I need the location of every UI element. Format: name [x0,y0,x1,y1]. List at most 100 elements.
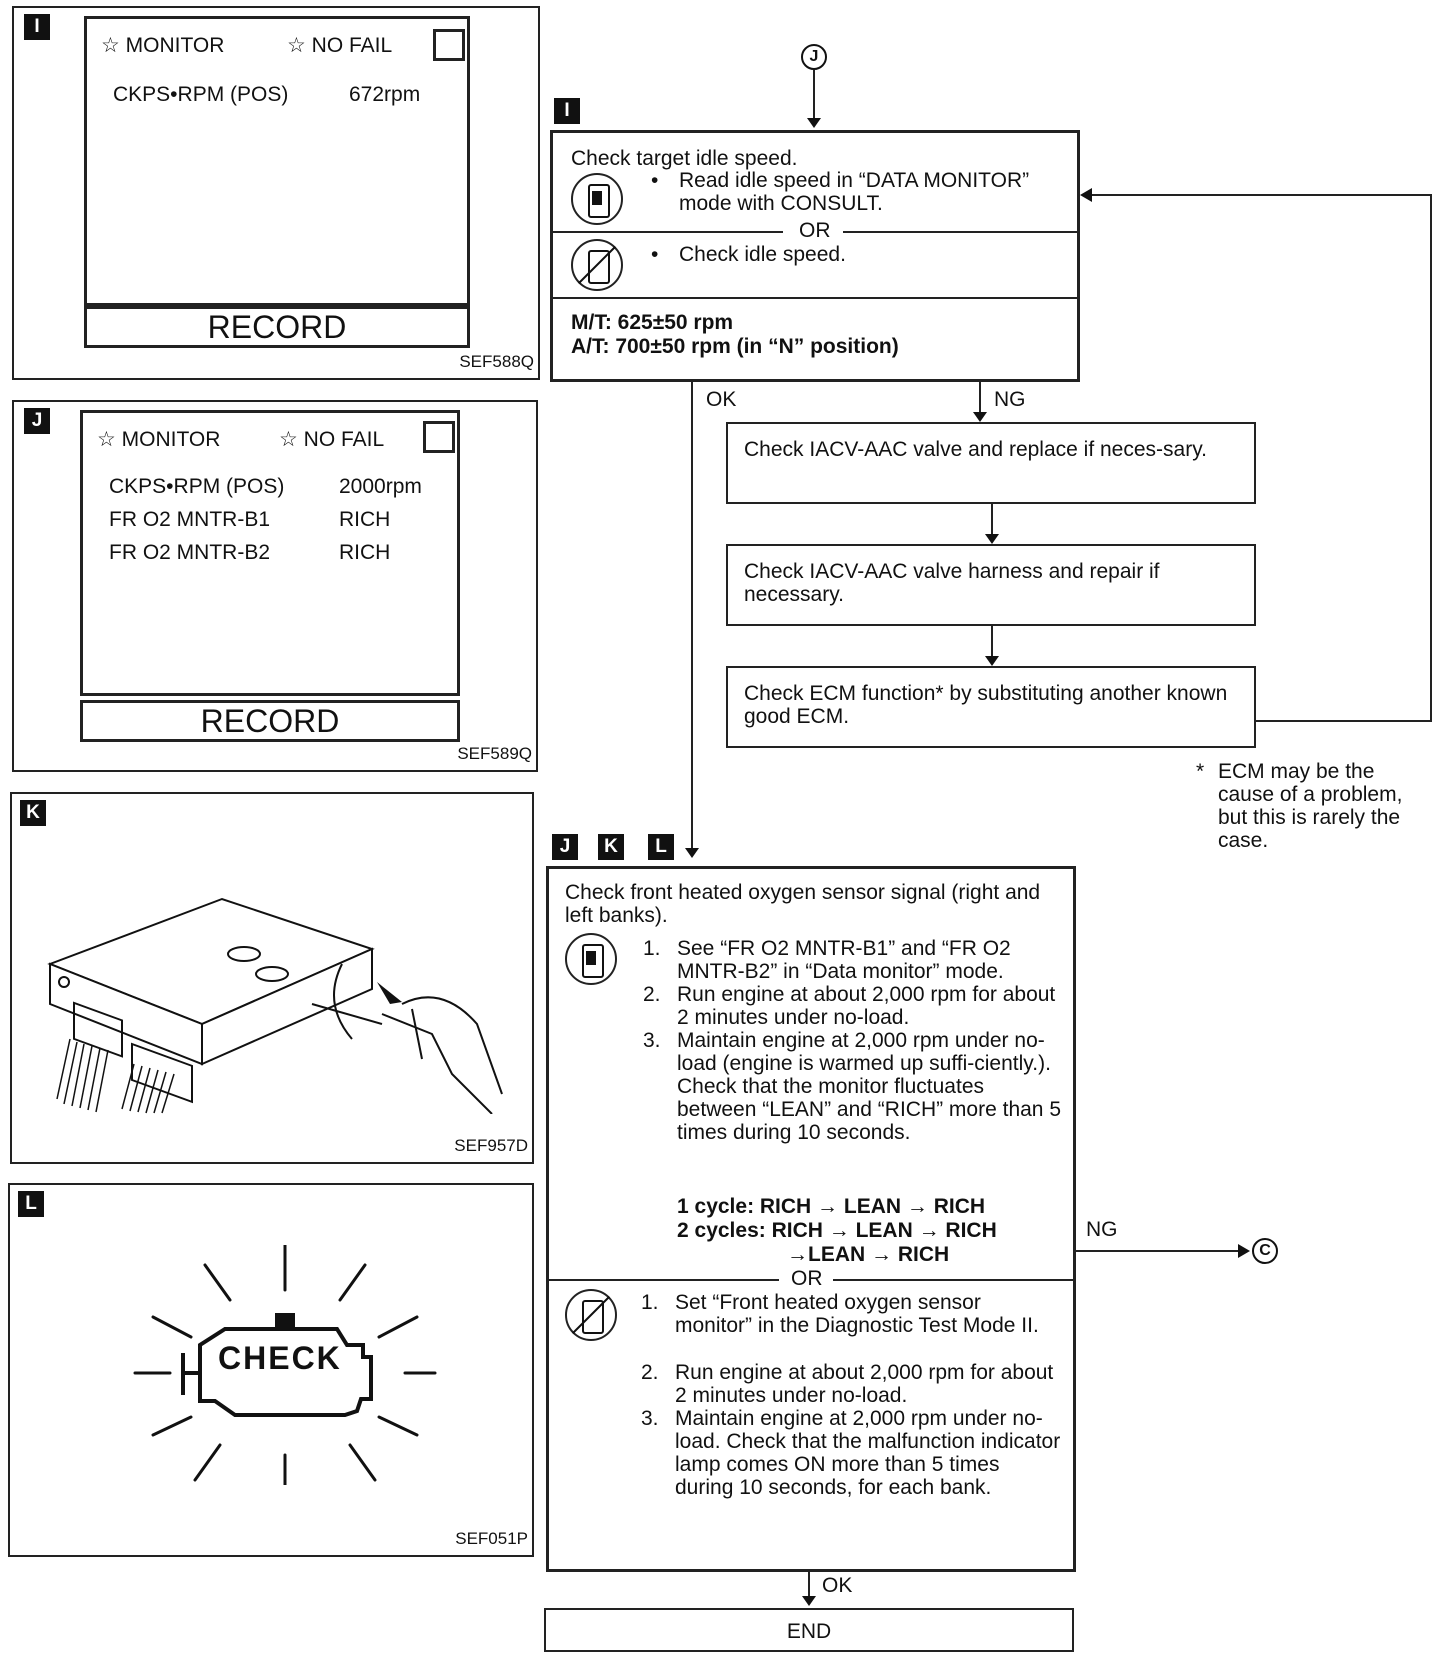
cycle-2b: →LEAN → RICH [787,1243,950,1266]
ok-line [691,382,693,848]
connector-c-icon: C [1252,1238,1278,1264]
loop-line [1256,720,1432,722]
record-button[interactable]: RECORD [84,306,470,348]
panel-j-tag: J [24,408,50,434]
arrow-down-icon [807,118,821,128]
monitor-row-value: 2000rpm [339,475,422,498]
panel-i: I ☆ MONITOR ☆ NO FAIL CKPS•RPM (POS) 672… [12,6,540,380]
step-number: 2. [643,983,661,1006]
step-number: 1. [641,1291,659,1314]
flow-line [991,504,993,534]
step-text: Maintain engine at 2,000 rpm under no-lo… [675,1407,1061,1499]
or-divider [553,231,783,233]
connector-c-label: C [1259,1242,1271,1259]
panel-j: J ☆ MONITOR ☆ NO FAIL CKPS•RPM (POS) 200… [12,400,538,772]
monitor-row-name: FR O2 MNTR-B1 [109,508,271,531]
ecm-note-star: * [1196,760,1205,783]
no-consult-icon [565,1289,617,1341]
check-engine-icon [133,1245,437,1485]
arrow-left-icon [1080,188,1092,202]
step-number: 3. [641,1407,659,1430]
monitor-row-name: CKPS•RPM (POS) [109,475,285,498]
ng-label: NG [994,388,1026,411]
ng-line [979,382,981,412]
or-label: OR [791,1267,823,1290]
loop-line [1430,194,1432,722]
ecm-box: Check ECM function* by substituting anot… [726,666,1256,748]
step-jkl-title: Check front heated oxygen sensor signal … [565,881,1041,927]
panel-l: L CHECK SEF051P [8,1183,534,1557]
step-text: Run engine at about 2,000 rpm for about … [675,1361,1054,1407]
iacv-harness-box: Check IACV-AAC valve harness and repair … [726,544,1256,626]
nofail-checkbox[interactable] [423,421,455,453]
step-i-title: Check target idle speed. [571,147,798,170]
cycle-2a: 2 cycles: RICH → LEAN → RICH [677,1219,997,1242]
step-jkl-tag: K [598,834,624,860]
consult-tester-icon [571,173,623,225]
ecm-text: Check ECM function* by substituting anot… [744,682,1228,728]
arrow-right-icon [1238,1244,1250,1258]
nofail-label: ☆ NO FAIL [287,34,393,57]
arrow-down-icon [802,1596,816,1606]
connector-j-icon: J [801,44,827,70]
noconsult-step: 2. Run engine at about 2,000 rpm for abou… [641,1361,1061,1407]
no-consult-icon [571,239,623,291]
bullet-dot: • [651,243,659,266]
arrow-down-icon [973,412,987,422]
monitor-row-value: RICH [339,541,391,564]
panel-i-tag: I [24,14,50,40]
step-i-consult-bullet: Read idle speed in “DATA MONITOR” mode w… [679,169,1030,215]
step-i-box: Check target idle speed. • Read idle spe… [550,130,1080,382]
noconsult-steps: 1.Set “Front heated oxygen sensor monito… [641,1291,1061,1499]
monitor-label: ☆ MONITOR [101,34,225,57]
consult-screen: ☆ MONITOR ☆ NO FAIL CKPS•RPM (POS) 2000r… [80,410,460,696]
record-button[interactable]: RECORD [80,700,460,742]
or-divider [843,231,1077,233]
bullet-dot: • [651,169,659,192]
ok-label: OK [706,388,737,411]
ecm-note: ECM may be the cause of a problem, but t… [1218,760,1403,852]
consult-step: 1. See “FR O2 MNTR-B1” and “FR O2 MNTR-B2… [643,937,1063,983]
arrow-down-icon [985,656,999,666]
figure-code: SEF051P [455,1529,528,1548]
nofail-checkbox[interactable] [433,29,465,61]
iacv-text: Check IACV-AAC valve and replace if nece… [744,438,1207,461]
step-jkl-tag: L [648,834,674,860]
connector-j-label: J [809,48,819,65]
step-number: 1. [643,937,661,960]
end-label: END [786,1620,832,1643]
iacv-box: Check IACV-AAC valve and replace if nece… [726,422,1256,504]
step-number: 2. [641,1361,659,1384]
consult-steps: 1. See “FR O2 MNTR-B1” and “FR O2 MNTR-B2… [643,937,1063,1144]
consult-screen: ☆ MONITOR ☆ NO FAIL CKPS•RPM (POS) 672rp… [84,16,470,306]
ok-line [808,1572,810,1596]
spec-mt: M/T: 625±50 rpm [571,311,734,334]
figure-code: SEF957D [454,1136,528,1155]
spec-divider [553,297,1077,299]
arrow-down-icon [985,534,999,544]
ecm-screwdriver-illustration [47,897,503,1114]
step-i-noconsult-bullet: Check idle speed. [679,243,846,266]
consult-tester-icon [565,933,617,985]
arrow-down-icon [685,848,699,858]
end-box: END [544,1608,1074,1652]
panel-l-tag: L [18,1191,44,1217]
step-jkl-tag: J [552,834,578,860]
ng-line [1076,1250,1238,1252]
nofail-label: ☆ NO FAIL [279,428,385,451]
or-divider [833,1279,1073,1281]
step-text: See “FR O2 MNTR-B1” and “FR O2 MNTR-B2” … [677,937,1011,983]
or-label: OR [799,219,831,242]
figure-code: SEF588Q [459,352,534,371]
panel-k: K SEF957D [10,792,534,1164]
check-engine-label: CHECK [218,1340,342,1376]
monitor-row-value: RICH [339,508,391,531]
flow-line [991,626,993,656]
figure-code: SEF589Q [457,744,532,763]
step-i-tag: I [554,98,580,124]
panel-k-tag: K [20,800,46,826]
step-text: Maintain engine at 2,000 rpm under no-lo… [677,1029,1061,1144]
monitor-row-name: FR O2 MNTR-B2 [109,541,271,564]
cycle-1: 1 cycle: RICH → LEAN → RICH [677,1195,986,1218]
step-text: Run engine at about 2,000 rpm for about … [677,983,1056,1029]
